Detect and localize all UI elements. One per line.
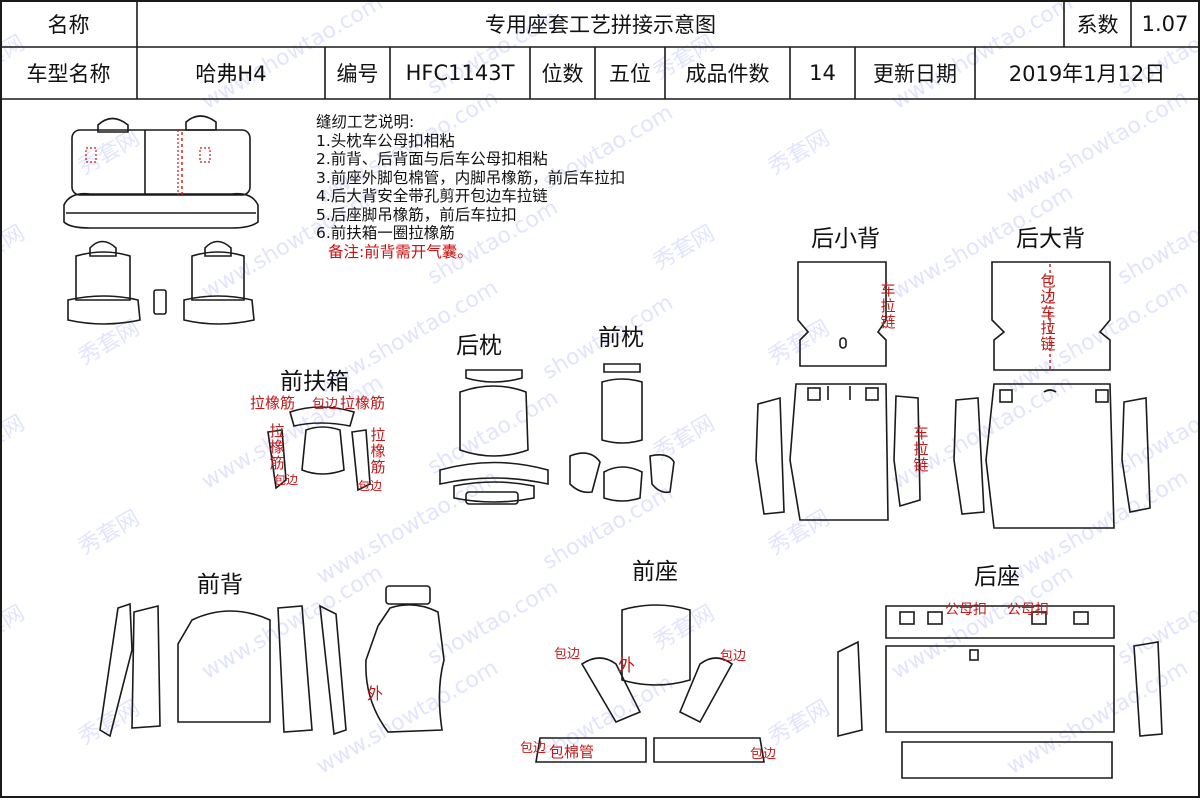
page-title: 专用座套工艺拼接示意图 bbox=[485, 12, 716, 37]
header-coef-value: 1.07 bbox=[1141, 11, 1189, 36]
rear-small-back-pieces bbox=[755, 261, 921, 521]
rear-pillow-pieces bbox=[439, 369, 549, 505]
section-title-front-armrest: 前扶箱 bbox=[280, 369, 349, 395]
armrest-label-binding-left: 包边 bbox=[274, 473, 299, 487]
rear-small-back-label-zipper-top: 车拉链 bbox=[880, 281, 896, 331]
front-seat-label-binding-bottom-left: 包边 bbox=[520, 741, 547, 756]
header-pieces-label: 成品件数 bbox=[685, 62, 770, 86]
front-back-label-outer: 外 bbox=[367, 684, 384, 703]
front-seats-overview bbox=[67, 240, 255, 325]
section-title-front-pillow: 前枕 bbox=[598, 325, 644, 351]
rear-seat-pieces bbox=[837, 605, 1163, 779]
rear-seat-label-snap-right: 公母扣 bbox=[1007, 602, 1049, 618]
front-seat-label-outer: 外 bbox=[618, 656, 635, 676]
front-armrest-pieces bbox=[267, 406, 371, 492]
header-model-label: 车型名称 bbox=[26, 62, 111, 86]
armrest-label-binding-top: 包边 bbox=[312, 397, 339, 412]
armrest-label-pull-elastic-left-vertical: 拉橡筋 bbox=[269, 422, 285, 472]
section-title-rear-pillow: 后枕 bbox=[456, 333, 502, 359]
header-pieces-value: 14 bbox=[809, 61, 836, 85]
rear-big-back-pieces bbox=[953, 261, 1151, 529]
front-seat-label-cotton-tube: 包棉管 bbox=[549, 743, 595, 761]
front-seat-label-binding-bottom-right: 包边 bbox=[750, 747, 777, 762]
section-title-front-seat: 前座 bbox=[632, 559, 678, 585]
sewing-notes: 缝纫工艺说明: 1.头枕车公母扣相粘 2.前背、后背面与后车公母扣相粘 3.前座… bbox=[316, 113, 625, 261]
rear-seat-label-snap-left: 公母扣 bbox=[945, 602, 987, 618]
front-seat-label-binding-left: 包边 bbox=[554, 647, 581, 662]
section-title-front-back: 前背 bbox=[197, 572, 243, 598]
header-update-label: 更新日期 bbox=[873, 62, 957, 86]
header-code-value: HFC1143T bbox=[405, 61, 515, 85]
note-item-3: 3.前座外脚包棉管，内脚吊橡筋，前后车拉扣 bbox=[316, 168, 626, 187]
rear-small-back-label-zipper-side: 车拉链 bbox=[913, 424, 929, 474]
front-pillow-pieces bbox=[569, 363, 675, 502]
front-back-pieces bbox=[99, 585, 445, 738]
note-item-5: 5.后座脚吊橡筋，前后车拉扣 bbox=[316, 205, 517, 224]
header-seats-label: 位数 bbox=[541, 62, 584, 86]
rear-bench-overview bbox=[63, 115, 259, 229]
note-item-1: 1.头枕车公母扣相粘 bbox=[316, 131, 455, 150]
notes-heading: 缝纫工艺说明: bbox=[316, 113, 415, 131]
section-title-rear-seat: 后座 bbox=[974, 564, 1020, 590]
armrest-label-binding-right: 包边 bbox=[358, 479, 383, 493]
notes-remark: 备注:前背需开气囊。 bbox=[328, 242, 473, 261]
front-seat-pieces bbox=[535, 604, 765, 763]
header-update-value: 2019年1月12日 bbox=[1008, 62, 1166, 86]
front-seat-label-binding-right: 包边 bbox=[720, 649, 747, 664]
armrest-label-pull-elastic-left: 拉橡筋 bbox=[250, 394, 296, 412]
header-model-value: 哈弗H4 bbox=[195, 62, 267, 86]
header-coef-label: 系数 bbox=[1076, 12, 1119, 37]
section-title-rear-big-back: 后大背 bbox=[1016, 226, 1085, 252]
note-item-6: 6.前扶箱一圈拉橡筋 bbox=[316, 224, 455, 242]
header-seats-value: 五位 bbox=[609, 62, 651, 86]
section-title-rear-small-back: 后小背 bbox=[811, 226, 880, 252]
note-item-2: 2.前背、后背面与后车公母扣相粘 bbox=[316, 150, 548, 168]
header-code-label: 编号 bbox=[336, 62, 379, 86]
rear-big-back-label-binding-zipper: 包边车拉链 bbox=[1040, 272, 1056, 353]
note-item-4: 4.后大背安全带孔剪开包边车拉链 bbox=[316, 187, 548, 205]
armrest-label-pull-elastic-right-vertical: 拉橡筋 bbox=[370, 426, 386, 476]
header-name-label: 名称 bbox=[47, 12, 90, 37]
armrest-label-pull-elastic-right: 拉橡筋 bbox=[340, 394, 386, 412]
